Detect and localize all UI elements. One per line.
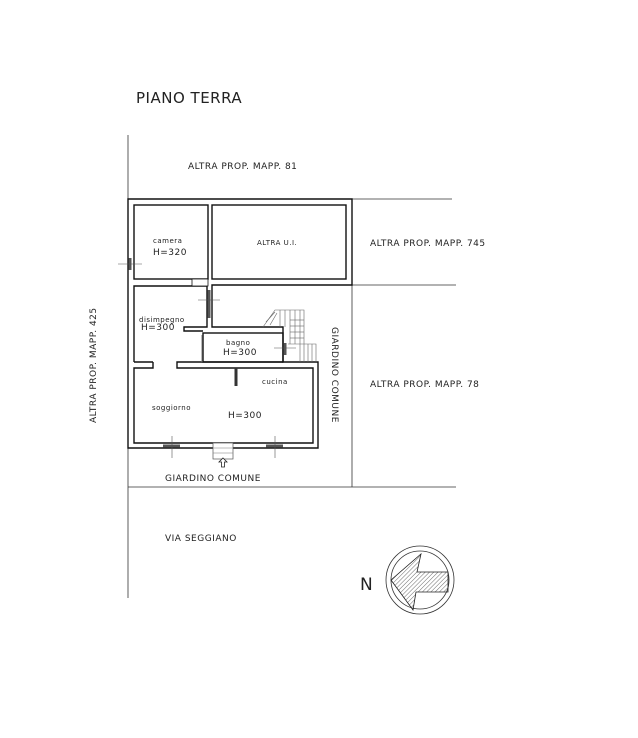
room-altra-ui [211, 204, 347, 280]
room-disimpegno-height: H=300 [141, 323, 175, 333]
page-title: PIANO TERRA [136, 89, 242, 107]
room-bagno-name: bagno [226, 339, 250, 347]
street-label: VIA SEGGIANO [165, 534, 237, 544]
north-label: N [360, 575, 373, 595]
garden-east-label: GIARDINO COMUNE [329, 327, 339, 423]
room-soggiorno-height: H=300 [228, 411, 262, 421]
room-disimpegno [133, 285, 208, 362]
room-camera [133, 204, 209, 280]
room-camera-name: camera [153, 237, 182, 245]
neighbor-east-bottom: ALTRA PROP. MAPP. 78 [370, 380, 479, 390]
room-soggiorno-cucina [133, 361, 314, 444]
room-cucina-name: cucina [262, 378, 288, 386]
neighbor-east-top: ALTRA PROP. MAPP. 745 [370, 239, 486, 249]
garden-south-label: GIARDINO COMUNE [165, 474, 261, 484]
neighbor-west: ALTRA PROP. MAPP. 425 [89, 307, 99, 423]
room-soggiorno-name: soggiorno [152, 404, 191, 412]
building-walls [118, 198, 353, 468]
stairs [262, 309, 317, 362]
room-bagno-height: H=300 [223, 348, 257, 358]
neighbor-north: ALTRA PROP. MAPP. 81 [188, 162, 297, 172]
north-arrow-icon [385, 545, 455, 615]
room-altra-ui-name: ALTRA U.I. [257, 239, 297, 247]
entrance-arrow-icon [218, 457, 228, 468]
room-disimpegno-name: disimpegno [139, 316, 185, 324]
room-camera-height: H=320 [153, 248, 187, 258]
